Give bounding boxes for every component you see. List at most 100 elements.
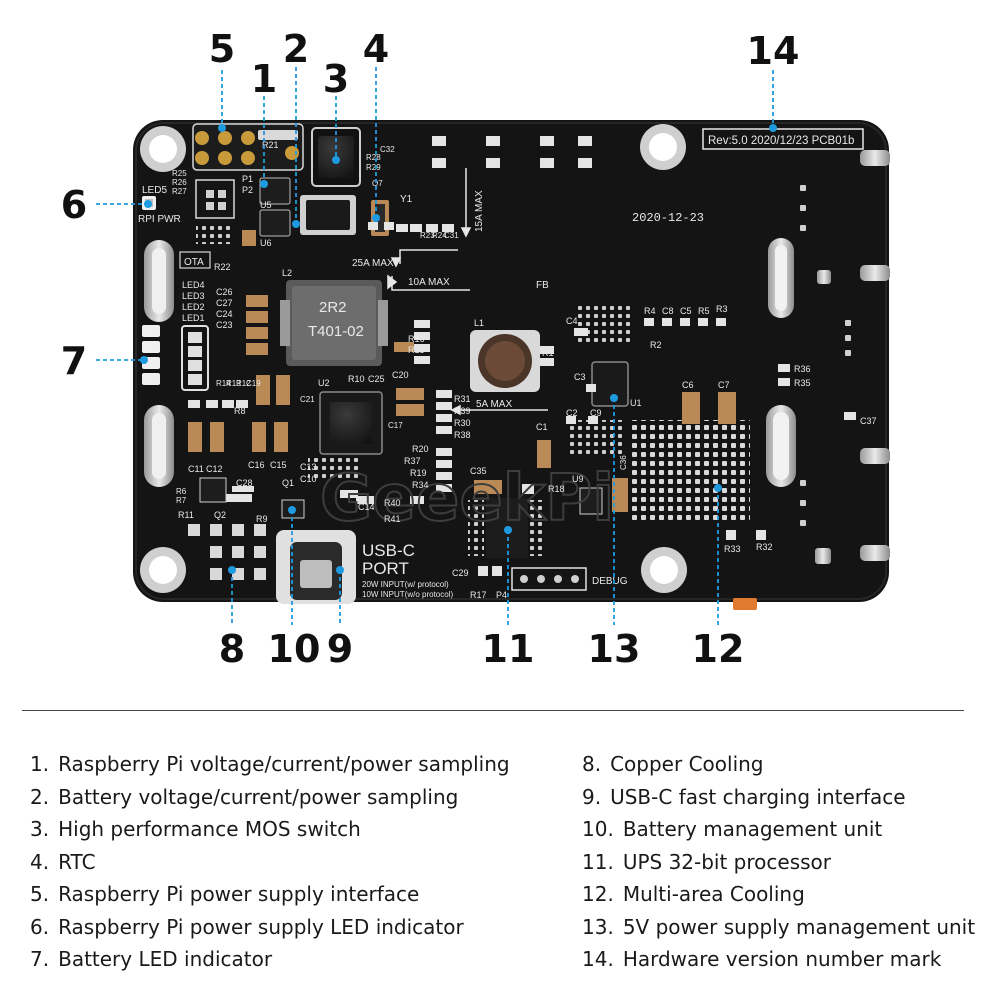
legend-text: Battery voltage/current/power sampling — [58, 784, 459, 809]
callout-7: 7 — [61, 339, 87, 383]
legend-text: Multi-area Cooling — [622, 882, 805, 906]
svg-text:L2: L2 — [282, 268, 292, 278]
legend-item: 4.RTC — [30, 846, 510, 879]
svg-text:R19: R19 — [410, 468, 427, 478]
svg-text:R38: R38 — [454, 430, 471, 440]
svg-text:L1: L1 — [474, 318, 484, 328]
svg-text:R22: R22 — [214, 262, 231, 272]
svg-text:C31: C31 — [444, 231, 459, 240]
svg-text:R9: R9 — [256, 514, 268, 524]
svg-text:C15: C15 — [270, 460, 287, 470]
ups-processor — [468, 498, 546, 558]
callout-10: 10 — [268, 627, 321, 671]
legend-number: 13. — [582, 914, 614, 939]
svg-text:R1: R1 — [542, 348, 554, 358]
inductor-l1 — [470, 330, 540, 392]
svg-text:R12: R12 — [236, 379, 251, 388]
legend-left-column: 1.Raspberry Pi voltage/current/power sam… — [30, 748, 510, 976]
callout-8: 8 — [219, 627, 245, 671]
svg-text:R15: R15 — [408, 345, 425, 355]
board-diagram: Rev:5.0 2020/12/23 PCB01b 2020-12-23 OTA… — [61, 27, 890, 671]
svg-text:Q7: Q7 — [372, 179, 383, 188]
cooling-grid-mid — [566, 420, 622, 454]
legend-text: UPS 32-bit processor — [622, 849, 831, 874]
svg-text:Q2: Q2 — [214, 510, 226, 520]
svg-text:R30: R30 — [454, 418, 471, 428]
small-pad-grid — [196, 224, 230, 244]
svg-text:R36: R36 — [794, 364, 811, 374]
svg-text:LED1: LED1 — [182, 313, 205, 323]
svg-text:R27: R27 — [172, 187, 187, 196]
svg-text:C3: C3 — [574, 372, 586, 382]
svg-text:C7: C7 — [718, 380, 730, 390]
svg-text:C13: C13 — [300, 462, 317, 472]
svg-text:C10: C10 — [300, 474, 317, 484]
svg-text:Y1: Y1 — [400, 194, 413, 205]
svg-text:R14: R14 — [216, 379, 231, 388]
callout-13: 13 — [588, 627, 641, 671]
svg-text:LED4: LED4 — [182, 280, 205, 290]
legend-item: 6.Raspberry Pi power supply LED indicato… — [30, 911, 510, 944]
ota-header — [179, 179, 235, 269]
callout-14: 14 — [747, 29, 800, 73]
svg-text:C37: C37 — [860, 416, 877, 426]
svg-text:C21: C21 — [300, 395, 315, 404]
svg-text:P4: P4 — [496, 590, 507, 600]
svg-text:R13: R13 — [226, 379, 241, 388]
svg-text:R39: R39 — [454, 406, 471, 416]
svg-text:C20: C20 — [392, 370, 409, 380]
callout-3: 3 — [323, 57, 349, 101]
svg-text:C32: C32 — [380, 145, 395, 154]
legend-text: Raspberry Pi power supply interface — [58, 882, 420, 906]
legend-right-column: 8.Copper Cooling 9.USB-C fast charging i… — [582, 748, 975, 976]
power-mgmt-chip-u1 — [591, 361, 629, 407]
svg-text:R6: R6 — [176, 487, 187, 496]
battery-leds — [142, 325, 209, 391]
top-pad-pairs — [432, 136, 592, 168]
legend-item: 1.Raspberry Pi voltage/current/power sam… — [30, 748, 510, 781]
svg-text:C27: C27 — [216, 298, 233, 308]
legend-text: RTC — [58, 849, 96, 874]
legend-number: 8. — [582, 752, 602, 776]
silkscreen-text: Rev:5.0 2020/12/23 PCB01b 2020-12-23 OTA… — [138, 128, 877, 600]
callout-1: 1 — [251, 57, 277, 101]
svg-text:R10: R10 — [348, 374, 365, 384]
legend-number: 6. — [30, 914, 50, 939]
legend-number: 2. — [30, 784, 50, 809]
legend-text: USB-C fast charging interface — [610, 784, 906, 809]
svg-text:R2: R2 — [650, 340, 662, 350]
pi-power-pins — [192, 123, 304, 171]
svg-text:R17: R17 — [470, 590, 487, 600]
callout-dots — [140, 124, 777, 574]
svg-text:R37: R37 — [404, 456, 421, 466]
svg-text:R35: R35 — [794, 378, 811, 388]
debug-header — [511, 567, 587, 591]
legend-text: Battery management unit — [622, 817, 883, 841]
callout-leaders — [96, 67, 774, 625]
svg-text:2R2: 2R2 — [319, 299, 347, 316]
svg-text:Rev:5.0 2020/12/23 PCB01b: Rev:5.0 2020/12/23 PCB01b — [708, 135, 854, 147]
svg-text:R18: R18 — [548, 484, 565, 494]
svg-text:R8: R8 — [234, 406, 246, 416]
right-edge-pads — [815, 150, 890, 564]
svg-text:C1: C1 — [536, 422, 548, 432]
copper-cooling-pads — [188, 524, 266, 580]
svg-text:C28: C28 — [236, 478, 253, 488]
mounting-holes — [140, 124, 687, 593]
svg-text:20W INPUT(w/ protocol): 20W INPUT(w/ protocol) — [362, 580, 449, 589]
svg-text:C2: C2 — [566, 408, 578, 418]
svg-text:R24: R24 — [432, 231, 447, 240]
svg-text:R21: R21 — [262, 140, 279, 150]
callout-numbers: 5 2 1 3 4 14 6 7 8 10 9 11 13 12 — [61, 27, 800, 671]
svg-text:C17: C17 — [388, 421, 403, 430]
inductor-l2 — [280, 280, 388, 366]
svg-text:U9: U9 — [572, 474, 584, 484]
svg-text:P1: P1 — [242, 174, 253, 184]
svg-text:LED2: LED2 — [182, 302, 205, 312]
passive-components — [188, 222, 856, 576]
svg-text:R4: R4 — [644, 306, 656, 316]
legend-item: 3.High performance MOS switch — [30, 813, 510, 846]
svg-text:LED3: LED3 — [182, 291, 205, 301]
svg-text:LED5: LED5 — [142, 185, 167, 196]
svg-text:25A MAX: 25A MAX — [352, 258, 394, 269]
